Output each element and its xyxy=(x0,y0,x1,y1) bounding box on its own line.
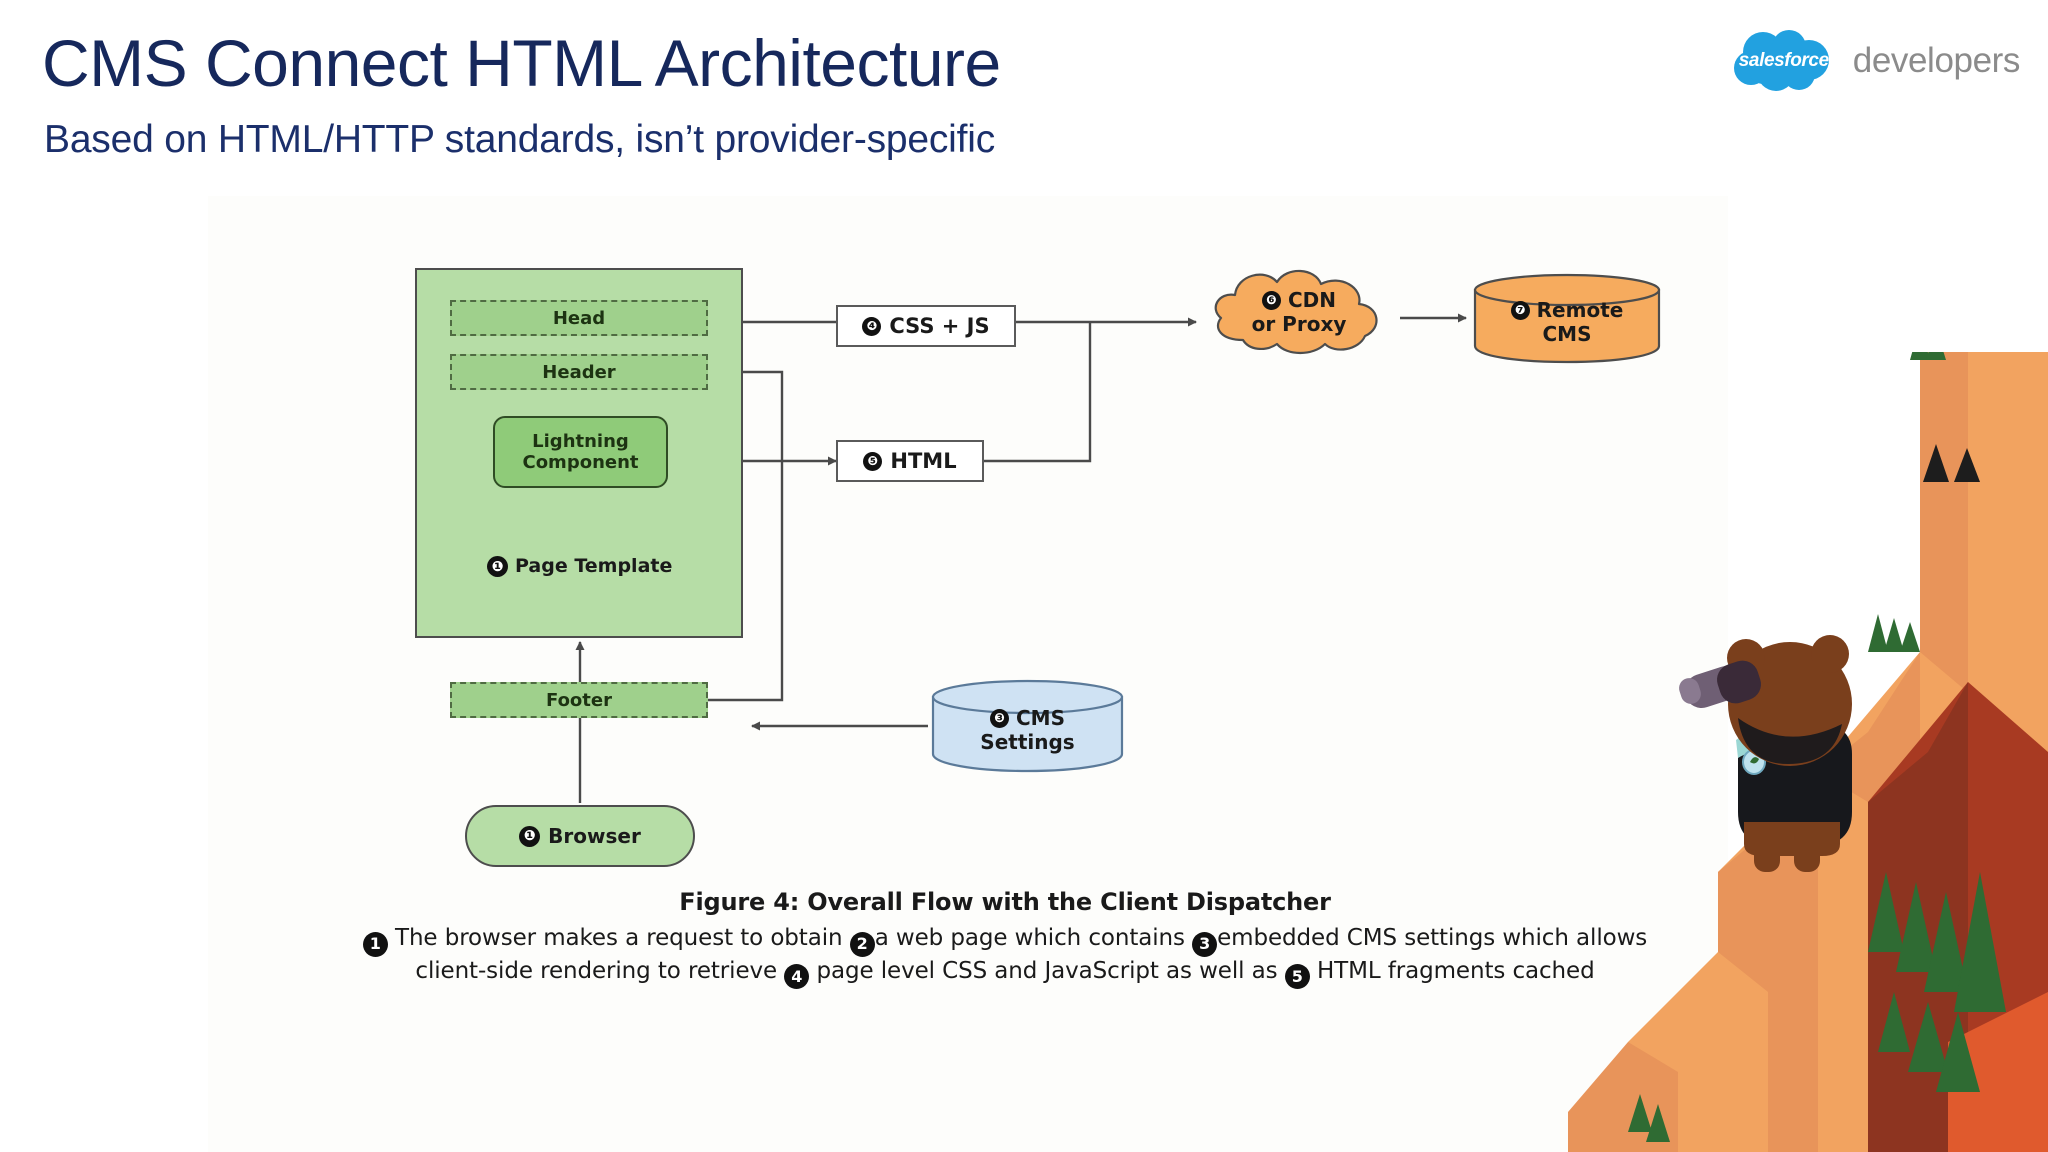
salesforce-cloud-icon: salesforce xyxy=(1729,30,1839,92)
flow-label-html-text: HTML xyxy=(890,449,957,473)
cms-settings-label: ❸ CMS Settings xyxy=(930,678,1125,774)
developers-wordmark: developers xyxy=(1852,41,2021,80)
flow-label-css-js: ❹ CSS + JS xyxy=(836,305,1016,347)
page-slot-footer: Footer xyxy=(450,682,708,718)
cdn-or-proxy-node: ❻ CDN or Proxy xyxy=(1203,262,1395,362)
page-slot-header: Header xyxy=(450,354,708,390)
binoculars-icon xyxy=(1679,660,1761,709)
marker-5-icon: ❺ xyxy=(863,451,883,471)
figure-caption: Figure 4: Overall Flow with the Client D… xyxy=(340,888,1670,990)
caption-marker-3-icon: 3 xyxy=(1192,931,1218,957)
browser-node: ❶ Browser xyxy=(465,805,695,867)
marker-7-icon: ❼ xyxy=(1510,300,1530,320)
marker-4-icon: ❹ xyxy=(862,316,882,336)
flow-label-html: ❺ HTML xyxy=(836,440,984,482)
page-template-label-text: Page Template xyxy=(515,555,673,577)
codey-bear xyxy=(1679,635,1852,872)
caption-marker-2-icon: 2 xyxy=(849,931,875,957)
cloud-icon xyxy=(1214,269,1378,355)
figure-caption-body: 1 The browser makes a request to obtain … xyxy=(340,922,1670,990)
codey-bear-on-cliffs-illustration xyxy=(1568,352,2048,1152)
marker-3-icon: ❸ xyxy=(990,708,1009,728)
lightning-component-line1: Lightning xyxy=(532,430,629,452)
page-title: CMS Connect HTML Architecture xyxy=(42,26,1001,100)
cms-settings-line2: Settings xyxy=(980,730,1075,754)
page-subtitle: Based on HTML/HTTP standards, isn’t prov… xyxy=(44,118,996,161)
page-template-label: ❶ Page Template xyxy=(487,555,673,578)
lightning-component-line2: Component xyxy=(522,452,639,473)
remote-cms-label: ❼ Remote CMS xyxy=(1472,272,1662,364)
caption-marker-1-icon: 1 xyxy=(362,931,388,957)
browser-label: Browser xyxy=(548,824,641,848)
database-cylinder-icon xyxy=(931,679,1124,773)
figure-caption-title: Figure 4: Overall Flow with the Client D… xyxy=(679,888,1331,916)
caption-marker-5-icon: 5 xyxy=(1284,964,1310,990)
marker-1-icon: ❶ xyxy=(519,825,541,847)
flow-label-css-js-text: CSS + JS xyxy=(889,314,990,338)
lightning-component-node: Lightning Component xyxy=(493,416,668,488)
remote-cms-node: ❼ Remote CMS xyxy=(1472,272,1662,364)
salesforce-wordmark: salesforce xyxy=(1738,50,1829,71)
cms-settings-line1: CMS xyxy=(1016,706,1065,730)
remote-cms-line2: CMS xyxy=(1542,322,1592,346)
caption-marker-4-icon: 4 xyxy=(784,964,810,990)
page-slot-head: Head xyxy=(450,300,708,336)
salesforce-developers-logo: salesforce developers xyxy=(1729,28,2020,94)
remote-cms-line1: Remote xyxy=(1536,298,1624,322)
marker-2-icon: ❶ xyxy=(487,556,508,578)
marker-6-icon: ❻ xyxy=(1261,290,1281,310)
cdn-line2: or Proxy xyxy=(1251,312,1347,336)
cms-settings-node: ❸ CMS Settings xyxy=(930,678,1125,774)
cdn-line1: CDN xyxy=(1287,288,1337,312)
cdn-label: ❻ CDN or Proxy xyxy=(1203,262,1395,362)
